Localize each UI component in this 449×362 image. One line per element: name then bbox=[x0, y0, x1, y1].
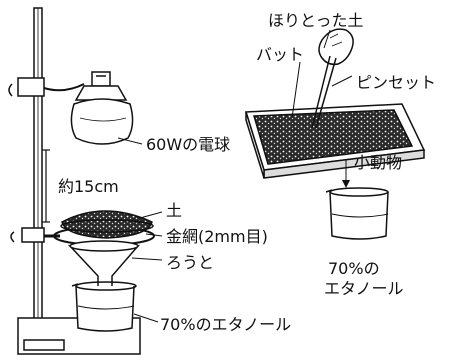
lamp-icon bbox=[70, 71, 134, 145]
beaker-icon bbox=[325, 187, 389, 240]
tweezers-label: ピンセット bbox=[356, 73, 437, 92]
dug-soil-label: ほりとった土 bbox=[268, 11, 364, 30]
tweezers-icon bbox=[311, 55, 337, 129]
tray-icon bbox=[244, 103, 426, 179]
bulb-label: 60Wの電球 bbox=[146, 135, 231, 154]
funnel-label: ろうと bbox=[166, 253, 215, 272]
leader-lines bbox=[117, 29, 353, 323]
small-animals-label: 小動物 bbox=[354, 153, 403, 172]
stand-icon bbox=[8, 7, 155, 355]
soil-label: 土 bbox=[166, 201, 183, 220]
distance-label: 約15cm bbox=[58, 177, 119, 196]
soil-sieve bbox=[60, 210, 154, 239]
beaker2-label-line2: エタノール bbox=[324, 279, 404, 298]
beaker2-label-line1: 70%の bbox=[328, 259, 380, 278]
ethanol-label: 70%のエタノール bbox=[160, 315, 292, 334]
wire-mesh-label: 金網(2mm目) bbox=[166, 227, 268, 246]
tray-label: バット bbox=[256, 45, 305, 64]
beaker-icon bbox=[71, 281, 137, 332]
